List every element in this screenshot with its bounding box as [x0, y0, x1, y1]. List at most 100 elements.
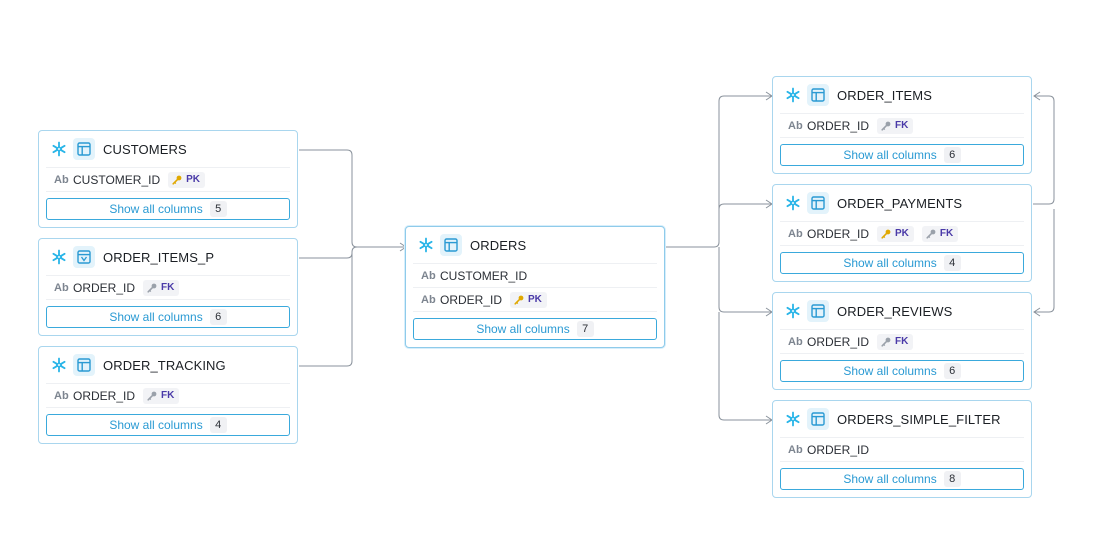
table-icon — [807, 408, 829, 430]
key-label: PK — [528, 294, 542, 305]
show-all-columns-button[interactable]: Show all columns 8 — [780, 468, 1024, 490]
table-icon — [807, 192, 829, 214]
column-count-badge: 4 — [209, 417, 227, 433]
table-name: CUSTOMERS — [103, 141, 187, 157]
foreign-key-badge: FK — [143, 279, 180, 296]
edge-order-payments-order-reviews — [1034, 209, 1055, 313]
edge-customers-orders — [299, 149, 406, 248]
table-icon — [807, 300, 829, 322]
snowflake-icon — [784, 86, 802, 104]
snowflake-icon — [50, 356, 68, 374]
node-header: ORDERS — [413, 227, 657, 264]
column-row[interactable]: Ab ORDER_ID — [780, 438, 1024, 462]
column-row[interactable]: Ab ORDER_ID FK — [46, 276, 290, 300]
show-all-columns-label: Show all columns — [109, 202, 203, 216]
edge-orders-order-items — [666, 95, 772, 248]
text-type-icon: Ab — [54, 281, 69, 294]
key-icon — [147, 391, 157, 401]
edge-orders-orders-simple-filter — [718, 312, 772, 421]
table-icon — [73, 354, 95, 376]
text-type-icon: Ab — [54, 389, 69, 402]
snowflake-icon — [417, 236, 435, 254]
column-name: ORDER_ID — [807, 334, 870, 349]
node-header: ORDER_ITEMS_P — [46, 239, 290, 276]
show-all-columns-label: Show all columns — [843, 256, 937, 270]
table-name: ORDER_ITEMS_P — [103, 249, 215, 265]
key-icon — [172, 175, 182, 185]
node-header: ORDERS_SIMPLE_FILTER — [780, 401, 1024, 438]
key-label: PK — [186, 174, 201, 185]
table-icon — [807, 84, 829, 106]
foreign-key-badge: FK — [877, 333, 914, 350]
key-label: FK — [161, 390, 175, 401]
column-count-badge: 6 — [943, 147, 961, 163]
table-name: ORDERS — [470, 237, 527, 253]
edge-orders-order-payments — [718, 203, 772, 210]
key-label: FK — [161, 282, 175, 293]
snowflake-icon — [50, 248, 68, 266]
key-icon — [881, 121, 891, 131]
foreign-key-badge: FK — [143, 387, 180, 404]
text-type-icon: Ab — [421, 293, 436, 306]
snowflake-icon — [50, 140, 68, 158]
column-row[interactable]: Ab ORDER_ID FK — [780, 330, 1024, 354]
show-all-columns-label: Show all columns — [843, 472, 937, 486]
edge-order-payments-order-items — [1033, 95, 1055, 205]
column-name: ORDER_ID — [73, 388, 136, 403]
column-row[interactable]: Ab ORDER_ID PK — [413, 288, 657, 312]
text-type-icon: Ab — [788, 443, 803, 456]
column-count-badge: 4 — [943, 255, 961, 271]
foreign-key-badge: FK — [877, 117, 914, 134]
node-header: ORDER_PAYMENTS — [780, 185, 1024, 222]
key-label: FK — [939, 228, 954, 239]
column-name: ORDER_ID — [73, 280, 136, 295]
edge-arrow — [1033, 91, 1041, 101]
key-icon — [881, 337, 891, 347]
show-all-columns-label: Show all columns — [476, 322, 570, 336]
snowflake-icon — [784, 410, 802, 428]
table-node-order-items-p[interactable]: ORDER_ITEMS_P Ab ORDER_ID FK Show all column… — [38, 238, 298, 336]
column-row[interactable]: Ab ORDER_ID FK — [46, 384, 290, 408]
node-header: CUSTOMERS — [46, 131, 290, 168]
table-node-order-reviews[interactable]: ORDER_REVIEWS Ab ORDER_ID FK Show all column… — [772, 292, 1032, 390]
edge-order-tracking-orders — [299, 246, 358, 367]
show-all-columns-label: Show all columns — [843, 148, 937, 162]
table-name: ORDER_REVIEWS — [837, 303, 953, 319]
table-node-orders-simple-filter[interactable]: ORDERS_SIMPLE_FILTER Ab ORDER_ID Show all c… — [772, 400, 1032, 498]
snowflake-icon — [784, 302, 802, 320]
show-all-columns-label: Show all columns — [109, 310, 203, 324]
key-label: PK — [895, 228, 909, 239]
snowflake-icon — [784, 194, 802, 212]
key-icon — [926, 229, 936, 239]
table-name: ORDER_PAYMENTS — [837, 195, 963, 211]
show-all-columns-button[interactable]: Show all columns 4 — [780, 252, 1024, 274]
column-name: ORDER_ID — [440, 292, 503, 307]
key-icon — [514, 295, 524, 305]
column-count-badge: 7 — [576, 321, 594, 337]
key-icon — [881, 229, 891, 239]
show-all-columns-button[interactable]: Show all columns 6 — [780, 144, 1024, 166]
column-name: CUSTOMER_ID — [440, 268, 528, 283]
column-count-badge: 8 — [943, 471, 961, 487]
text-type-icon: Ab — [788, 335, 803, 348]
column-count-badge: 6 — [943, 363, 961, 379]
column-name: ORDER_ID — [807, 118, 870, 133]
show-all-columns-button[interactable]: Show all columns 7 — [413, 318, 657, 340]
edge-orders-order-reviews — [718, 247, 772, 313]
key-label: FK — [895, 120, 909, 131]
column-name: ORDER_ID — [807, 442, 870, 457]
